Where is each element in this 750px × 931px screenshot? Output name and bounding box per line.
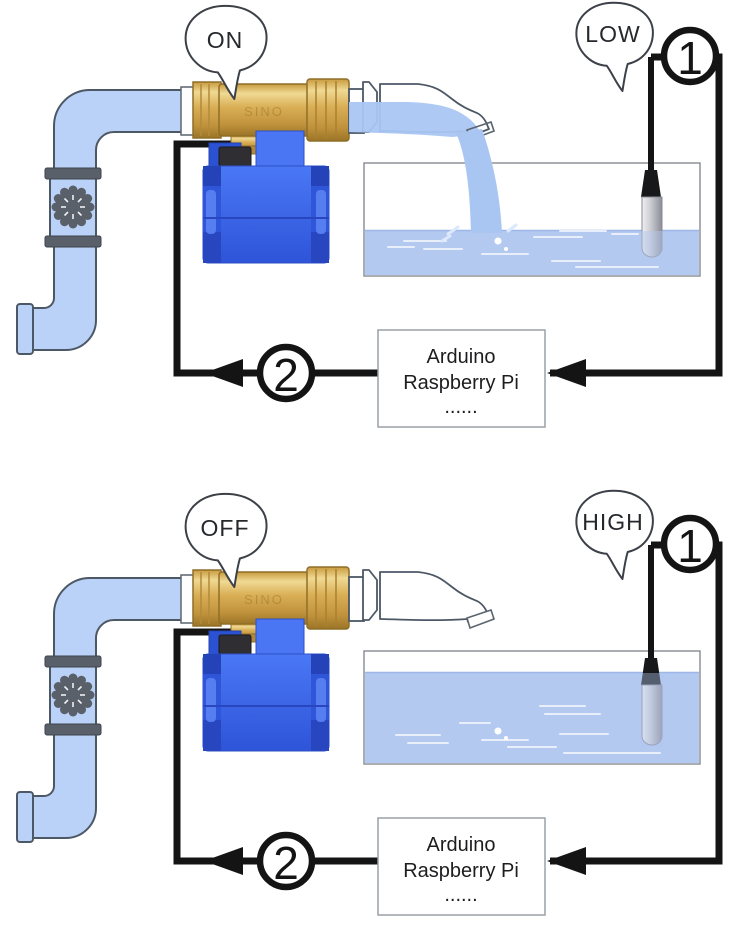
valve-marking: SINO [244, 104, 284, 119]
diagram-valve-on: SINO [16, 0, 723, 428]
handwheel-icon [51, 673, 95, 717]
controller-line: ...... [444, 884, 477, 906]
valve-actuator [202, 618, 330, 752]
supply-pipe [16, 577, 184, 843]
water-stream [440, 129, 518, 243]
arrow-into-controller-icon [547, 359, 586, 387]
actuator-wire-connector [218, 634, 252, 657]
diagram-valve-off: SINO [16, 466, 723, 916]
controller-box: Arduino Raspberry Pi ...... [377, 817, 546, 916]
manual-shutoff-valve [44, 655, 102, 736]
bubble-droplet [494, 727, 502, 735]
step-badge-2: 2 [256, 831, 316, 891]
valve-state-label: ON [207, 27, 244, 53]
valve-state-bubble: ON [186, 6, 267, 99]
bubble-droplet [494, 237, 502, 245]
valve-actuator [202, 130, 330, 264]
step-badge-2-number: 2 [273, 349, 299, 401]
step-badge-1-number: 1 [677, 32, 703, 84]
controller-line: Arduino [427, 346, 496, 368]
valve-marking: SINO [244, 592, 284, 607]
faucet-spout [348, 81, 496, 142]
arrow-into-controller-icon [547, 847, 586, 875]
step-badge-1: 1 [660, 26, 720, 86]
step-badge-1-number: 1 [677, 520, 703, 572]
water-level-label: LOW [585, 21, 640, 47]
water-level-bubble: HIGH [576, 491, 653, 579]
splash-marks [440, 223, 518, 243]
controller-line: Arduino [427, 834, 496, 856]
step-badge-1: 1 [660, 514, 720, 574]
faucet-water [349, 102, 481, 137]
controller-box: Arduino Raspberry Pi ...... [377, 329, 546, 428]
arrow-to-valve-icon [204, 847, 243, 875]
bubble-droplet [504, 247, 508, 251]
handwheel-icon [51, 185, 95, 229]
water-level-bubble: LOW [576, 3, 653, 91]
water-ripples [387, 230, 659, 268]
faucet-spout [348, 569, 496, 630]
water-ripples [395, 705, 661, 754]
supply-pipe [16, 89, 184, 355]
controller-line: ...... [444, 396, 477, 418]
actuator-wire-connector [218, 146, 252, 169]
level-sensor-probe [640, 545, 664, 747]
manual-shutoff-valve [44, 167, 102, 248]
step-badge-2: 2 [256, 343, 316, 403]
controller-line: Raspberry Pi [403, 372, 519, 394]
controller-line: Raspberry Pi [403, 860, 519, 882]
step-badge-2-number: 2 [273, 837, 299, 889]
faucet-outlet-lip [466, 608, 496, 630]
level-sensor-probe [640, 57, 664, 259]
pipe-end-cap [16, 303, 34, 355]
water-level-label: HIGH [582, 509, 644, 535]
arrow-to-valve-icon [204, 359, 243, 387]
bubble-droplet [504, 736, 508, 740]
pipe-end-cap [16, 791, 34, 843]
valve-state-label: OFF [201, 515, 250, 541]
valve-state-bubble: OFF [186, 494, 267, 587]
